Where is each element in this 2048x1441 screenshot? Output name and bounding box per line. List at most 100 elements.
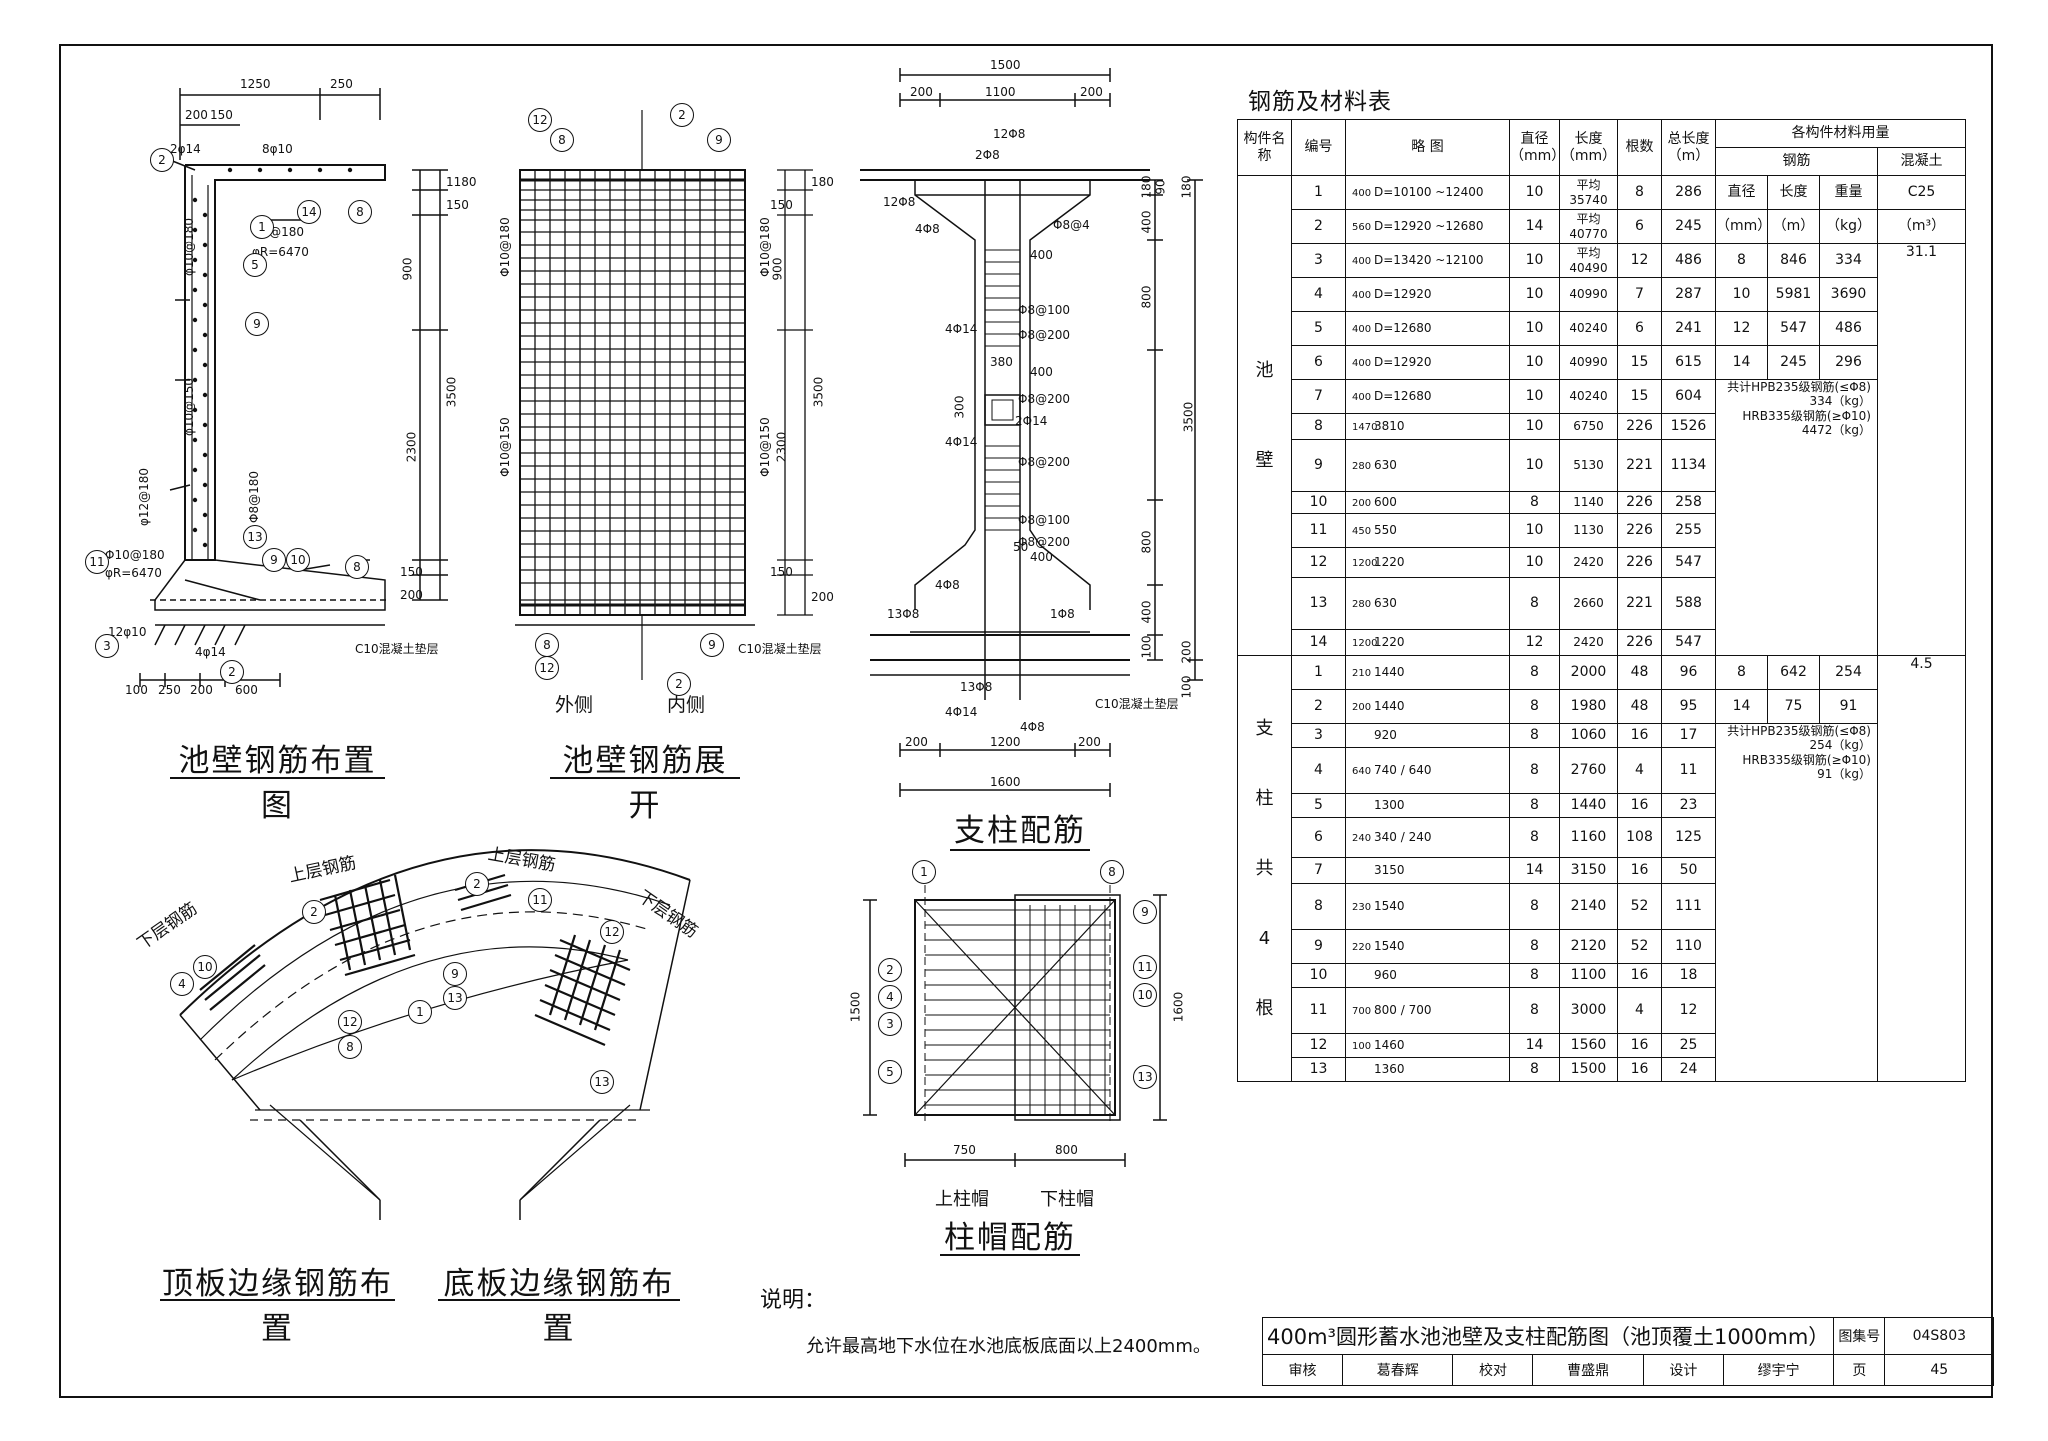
col-dim-200d: 200 [1078,735,1101,749]
cell-no: 4 [1291,747,1346,794]
group-char: 支 [1255,717,1274,739]
ref-3-cap: 3 [878,1012,902,1036]
ref-11-cap: 11 [1133,955,1157,979]
usage-dia: 8 [1715,655,1768,690]
cell-dia: 14 [1509,1033,1560,1058]
summary-line: 4472（kg） [1801,423,1871,438]
th-no: 编号 [1291,119,1346,176]
cell-len: 1160 [1559,817,1618,858]
sketch-cell: 1360 [1345,1057,1510,1082]
cell-len: 40990 [1559,277,1618,312]
cell-no: 2 [1291,689,1346,724]
group-char: 柱 [1255,787,1274,809]
cell-count: 16 [1617,723,1662,748]
cell-no: 6 [1291,817,1346,858]
group-char: 共 [1255,857,1274,879]
cell-total: 23 [1661,793,1716,818]
unfold-dim-200: 200 [811,590,834,604]
cell-len: 平均 35740 [1559,175,1618,210]
wall-dim-150b: 150 [446,198,469,212]
cell-total: 95 [1661,689,1716,724]
cell-dia: 8 [1509,963,1560,988]
ref-9b-unfold: 9 [700,633,724,657]
cell-dia: 8 [1509,817,1560,858]
cell-dia: 14 [1509,209,1560,244]
col-dim-90: 90 [1153,179,1168,195]
cell-dia: 8 [1509,689,1560,724]
cell-dia: 10 [1509,175,1560,210]
ref-2-unfold: 2 [670,103,694,127]
sketch-height: 280 [1352,461,1372,472]
ref-2-bottom-slab: 2 [465,872,489,896]
cell-count: 16 [1617,1057,1662,1082]
col-dim-180b: 180 [1139,175,1154,199]
wall-label-phi8-180b: Φ8@180 [246,471,261,523]
unfold-dim-150: 150 [770,198,793,212]
ref-8-wall: 8 [348,200,372,224]
cell-total: 50 [1661,857,1716,884]
usage-dia: 10 [1715,277,1768,312]
usage-concrete: 31.1 [1877,243,1966,656]
cell-count: 6 [1617,311,1662,346]
col-dim-1600: 1600 [990,775,1021,789]
cell-count: 226 [1617,413,1662,440]
cell-total: 287 [1661,277,1716,312]
cell-no: 7 [1291,379,1346,414]
ref-5-wall: 5 [243,253,267,277]
col-label-c10: C10混凝土垫层 [1095,697,1179,711]
sketch-label: D=13420 ~12100 [1374,253,1484,267]
cell-count: 108 [1617,817,1662,858]
cell-total: 615 [1661,345,1716,380]
unfold-label-4: Φ10@150 [757,417,772,477]
sketch-height: 230 [1352,902,1372,913]
usage-subheader: 重量 [1819,175,1878,210]
cell-no: 11 [1291,513,1346,548]
notes-title: 说明： [760,1288,827,1313]
ref-2-wall: 2 [150,148,174,172]
group-char: 4 [1258,927,1271,949]
ref-12-bottom-slab: 12 [600,920,624,944]
wall-label-phi12-180: φ12@180 [137,467,152,527]
th-count: 根数 [1617,119,1662,176]
group-wall: 池壁 [1237,175,1292,656]
sketch-height: 1200 [1352,638,1378,649]
sketch-label: 1220 [1374,555,1405,569]
ref-13-cap: 13 [1133,1065,1157,1089]
cell-dia: 12 [1509,629,1560,656]
cell-no: 4 [1291,277,1346,312]
col-label-50: 50 [1013,540,1029,554]
cell-no: 5 [1291,793,1346,818]
cell-total: 17 [1661,723,1716,748]
sketch-height: 1200 [1352,558,1378,569]
col-dim-100a: 100 [1139,635,1154,659]
summary-line: 254（kg） [1809,738,1871,753]
wall-layout-drawing [139,88,448,687]
ref-3-wall: 3 [95,634,119,658]
sketch-cell: 1300 [1345,793,1510,818]
cell-total: 547 [1661,547,1716,578]
ref-13b-bottom-slab: 13 [590,1070,614,1094]
ref-13-bottom-slab: 13 [443,986,467,1010]
sketch-height: 280 [1352,599,1372,610]
cell-len: 5130 [1559,439,1618,492]
th-sketch: 略 图 [1345,119,1510,176]
cell-no: 5 [1291,311,1346,346]
sketch-label: 1220 [1374,635,1405,649]
table-header-row-1: 构件名称 编号 略 图 直径（mm） 长度（mm） 根数 总长度（m） 各构件材… [1237,119,1966,176]
title-block: 400m³圆形蓄水池池壁及支柱配筋图（池顶覆土1000mm） 图集号 04S80… [1261,1317,1995,1386]
sketch-height: 220 [1352,942,1372,953]
cell-no: 3 [1291,723,1346,748]
ref-2-top-slab: 2 [302,900,326,924]
usage-unit: （kg） [1819,209,1878,244]
unfold-dim-180: 180 [811,175,834,189]
usage-concrete: 4.5 [1877,655,1966,1082]
sketch-label: 3150 [1374,863,1405,878]
ref-2b-unfold: 2 [667,672,691,696]
atlas-label: 图集号 [1833,1317,1886,1355]
